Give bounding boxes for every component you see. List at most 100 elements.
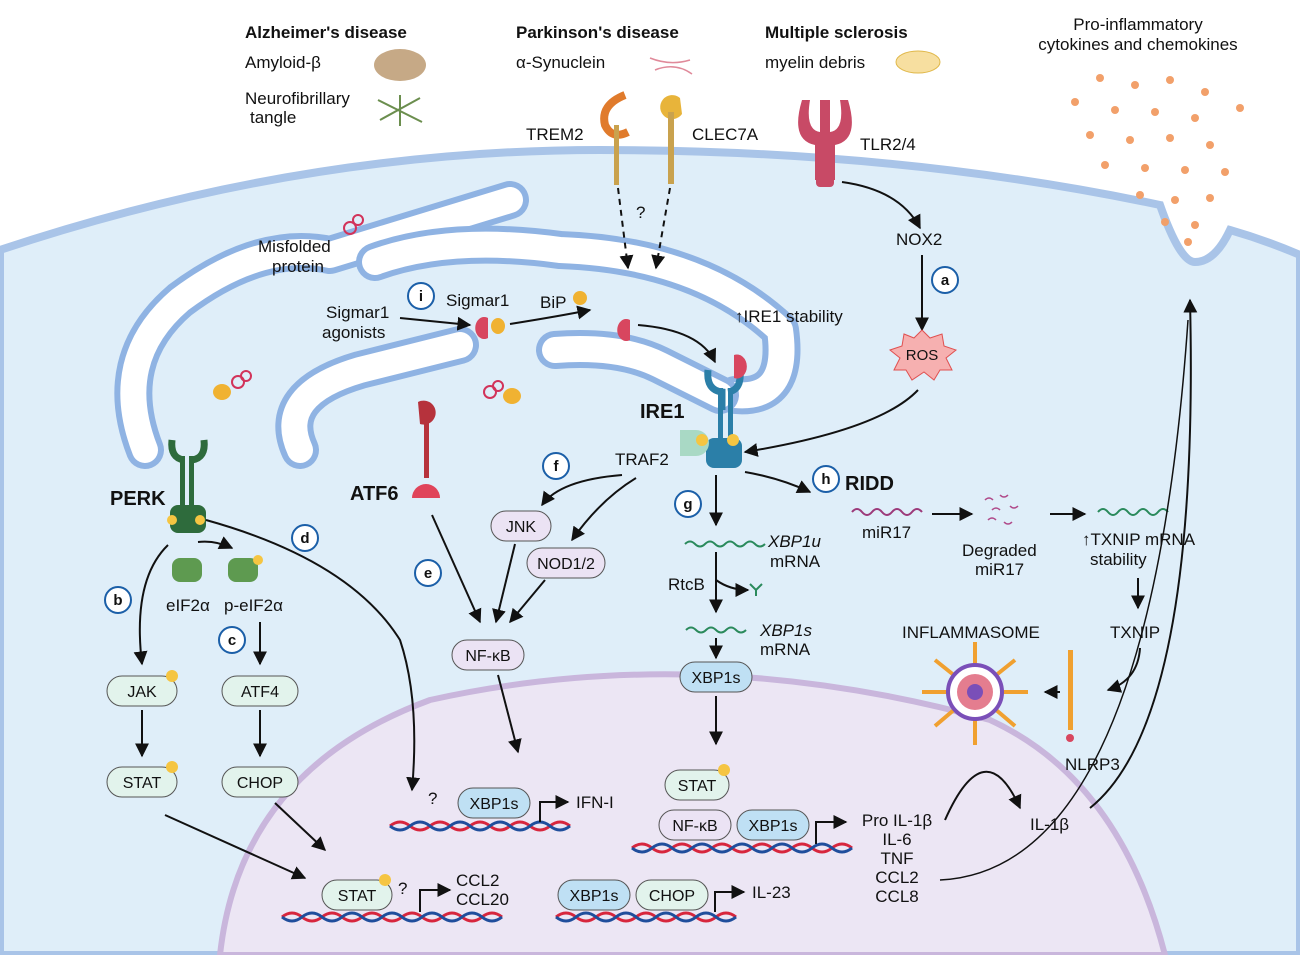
chop-pill-3: CHOP xyxy=(635,879,709,911)
atf6-label: ATF6 xyxy=(350,483,399,505)
step-e: e xyxy=(414,559,442,587)
sigmar1-free-icon xyxy=(617,319,630,341)
inflammasome-icon xyxy=(922,642,1028,745)
chemokine-release-line xyxy=(939,319,1189,881)
nucleus-question-1: ? xyxy=(428,789,437,808)
bip-icon-left xyxy=(213,384,231,400)
svg-text:f: f xyxy=(554,458,560,475)
svg-text:h: h xyxy=(821,471,830,488)
peif2a-label: p-eIF2α xyxy=(224,596,283,615)
pd-title: Parkinson's disease xyxy=(516,23,679,42)
tlr-receptor xyxy=(798,100,852,187)
xbp1s-protein-pill: XBP1s xyxy=(679,661,753,693)
perk-label: PERK xyxy=(110,488,166,510)
perk-p1 xyxy=(167,515,177,525)
nucleus-question-3: ? xyxy=(398,879,407,898)
tangle-icon xyxy=(377,95,423,126)
nox2-label: NOX2 xyxy=(896,230,942,249)
target-gene: CCL2 xyxy=(875,868,918,887)
bip-release-arrow xyxy=(509,305,592,325)
sigmar1-icon xyxy=(475,316,488,339)
nfkb-nucleus-arrow xyxy=(497,674,522,754)
stat-p xyxy=(166,761,178,773)
ire1-p2 xyxy=(727,434,739,446)
step-g: g xyxy=(674,490,702,518)
ire1-label: IRE1 xyxy=(640,401,684,423)
mir17-strand xyxy=(851,508,923,516)
nlrp3-icon xyxy=(1066,650,1074,742)
clec7a-label: CLEC7A xyxy=(692,125,759,144)
ad-tangle-b: tangle xyxy=(250,108,296,127)
stat-2-p xyxy=(718,764,730,776)
step-d: d xyxy=(291,524,319,552)
jak-p xyxy=(166,670,178,682)
chop-nucleus-arrow xyxy=(274,802,327,851)
agonist-arrow xyxy=(399,316,472,331)
bip-label: BiP xyxy=(540,293,566,312)
atf6-nfkb-arrow xyxy=(431,514,482,624)
eif2a-icon xyxy=(172,558,202,582)
degraded-a: Degraded xyxy=(962,541,1037,560)
ms-myelin: myelin debris xyxy=(765,53,865,72)
cytokine-dots xyxy=(1071,74,1244,246)
atf6-receptor xyxy=(412,400,440,498)
perk-p2 xyxy=(195,515,205,525)
targets-promoter-arrow xyxy=(815,815,848,844)
jak-pill: JAK xyxy=(106,675,178,707)
rtcb-intron-arrow xyxy=(715,579,750,597)
trem2-receptor xyxy=(600,91,630,185)
nfkb-pill: NF-κB xyxy=(451,639,525,671)
pd-synuclein: α-Synuclein xyxy=(516,53,605,72)
ccl-promoter-arrow xyxy=(419,883,452,912)
xbp1s-strand xyxy=(685,626,747,634)
svg-text:NOD1/2: NOD1/2 xyxy=(537,556,595,573)
svg-text:CHOP: CHOP xyxy=(649,888,695,905)
peif2a-p xyxy=(253,555,263,565)
svg-text:XBP1s: XBP1s xyxy=(470,796,519,813)
svg-text:ATF4: ATF4 xyxy=(241,684,279,701)
jnk-nfkb-arrow xyxy=(492,543,516,624)
cytokines-line1: Pro-inflammatory xyxy=(1073,15,1203,34)
xbp1u-strand xyxy=(684,540,766,548)
svg-text:i: i xyxy=(419,288,423,305)
intron-icon xyxy=(749,583,763,596)
bip-icon-mid xyxy=(503,388,521,404)
misfolded-protein-icon xyxy=(231,214,504,399)
ire1-ridd-arrow xyxy=(744,471,812,494)
target-gene: CCL8 xyxy=(875,887,918,906)
il1b-label: IL-1β xyxy=(1030,815,1069,834)
stat-pill: STAT xyxy=(106,766,178,798)
xbp1u-a: XBP1u xyxy=(767,532,821,551)
nod-nfkb-arrow xyxy=(509,579,546,624)
trem2-arrow xyxy=(617,187,634,270)
svg-text:XBP1s: XBP1s xyxy=(749,818,798,835)
svg-text:c: c xyxy=(228,632,236,649)
perk-eif2a-arrow xyxy=(197,536,234,549)
sigmar1-agonists-a: Sigmar1 xyxy=(326,303,389,322)
xbp1u-b: mRNA xyxy=(770,552,821,571)
ifn-promoter-arrow xyxy=(539,795,570,822)
txnip-nlrp3-arrow xyxy=(1106,647,1141,693)
tlr-label: TLR2/4 xyxy=(860,135,916,154)
xbp1s-pill-1: XBP1s xyxy=(457,787,531,819)
sigmar1-agonists-b: agonists xyxy=(322,323,385,342)
eif2a-label: eIF2α xyxy=(166,596,210,615)
myelin-icon xyxy=(895,50,941,74)
il23-label: IL-23 xyxy=(752,883,791,902)
ad-title: Alzheimer's disease xyxy=(245,23,407,42)
misfolded-b: protein xyxy=(272,257,324,276)
rtcb-label: RtcB xyxy=(668,575,705,594)
stat-pill-3: STAT xyxy=(321,879,393,911)
xbp1s-a: XBP1s xyxy=(759,621,812,640)
step-f: f xyxy=(542,452,570,480)
ire1-stability: ↑IRE1 stability xyxy=(735,307,843,326)
traf2-jnk-arrow xyxy=(541,474,623,507)
mir17-label: miR17 xyxy=(862,523,911,542)
svg-text:d: d xyxy=(300,530,309,547)
il1b-release-arrow xyxy=(1089,298,1198,809)
svg-text:JAK: JAK xyxy=(127,684,157,701)
txnip-mrna-a: ↑TXNIP mRNA xyxy=(1082,530,1196,549)
ifn-label: IFN-I xyxy=(576,793,614,812)
